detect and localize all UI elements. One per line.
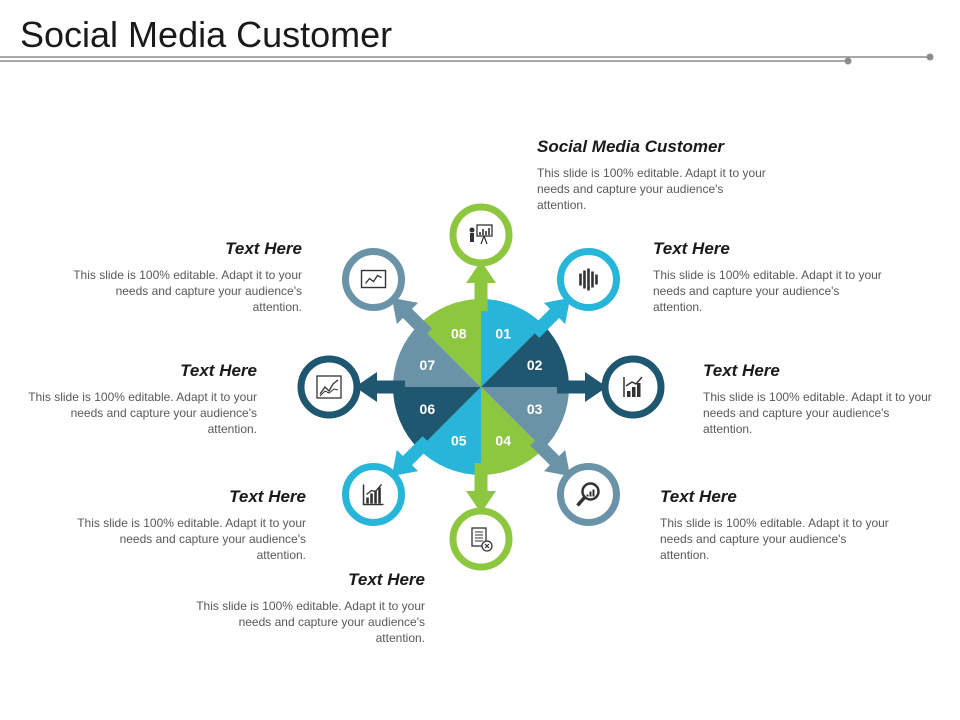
circle-02 (601, 355, 665, 419)
monitor-chart-icon (360, 269, 387, 289)
callout-01-body: This slide is 100% editable. Adapt it to… (653, 268, 882, 314)
document-cancel-icon (471, 527, 493, 552)
segment-number-06: 06 (420, 401, 436, 417)
segment-number-08: 08 (451, 325, 467, 341)
callout-06-heading: Text Here (180, 361, 257, 380)
segment-number-04: 04 (495, 433, 511, 449)
growth-chart-icon (623, 376, 643, 397)
arrow-06 (355, 372, 405, 402)
callout-08-body: This slide is 100% editable. Adapt it to… (537, 166, 766, 212)
arrow-04 (466, 463, 496, 513)
callout-03: Text Here This slide is 100% editable. A… (660, 487, 895, 563)
sector-05 (418, 387, 481, 475)
sector-02 (481, 324, 569, 387)
sector-08 (418, 299, 481, 387)
callout-06: Text Here This slide is 100% editable. A… (22, 361, 257, 437)
callout-07-body: This slide is 100% editable. Adapt it to… (73, 268, 302, 314)
callout-04-heading: Text Here (348, 570, 425, 589)
segment-number-01: 01 (495, 325, 511, 341)
callout-05-body: This slide is 100% editable. Adapt it to… (77, 516, 306, 562)
circle-06 (297, 355, 361, 419)
outer-circles (297, 203, 665, 571)
sector-06 (393, 387, 481, 450)
sector-04 (481, 387, 544, 475)
callout-05: Text Here This slide is 100% editable. A… (71, 487, 306, 563)
center-pie (393, 299, 569, 475)
arrow-05 (391, 436, 432, 477)
arrow-03 (530, 436, 571, 477)
circle-01 (556, 248, 620, 312)
segment-number-03: 03 (527, 401, 543, 417)
presenter-icon (469, 224, 493, 245)
callout-04-body: This slide is 100% editable. Adapt it to… (196, 599, 425, 645)
circle-03 (556, 462, 620, 526)
circle-08 (449, 203, 513, 267)
callout-04: Text Here This slide is 100% editable. A… (190, 570, 425, 646)
callout-02-body: This slide is 100% editable. Adapt it to… (703, 390, 932, 436)
line-chart-icon (316, 375, 342, 399)
callout-03-heading: Text Here (660, 487, 737, 506)
arrow-08 (466, 261, 496, 311)
rising-bars-icon (362, 484, 384, 506)
callout-01: Text Here This slide is 100% editable. A… (653, 239, 888, 315)
circle-04 (449, 507, 513, 571)
callout-07-heading: Text Here (225, 239, 302, 258)
segment-number-07: 07 (420, 357, 436, 373)
segment-number-05: 05 (451, 433, 467, 449)
circle-05 (342, 462, 406, 526)
title-divider (0, 53, 934, 65)
sector-01 (481, 299, 544, 387)
callout-02-heading: Text Here (703, 361, 780, 380)
segment-number-02: 02 (527, 357, 543, 373)
arrow-02 (557, 372, 607, 402)
arrow-07 (391, 297, 432, 338)
callout-07: Text Here This slide is 100% editable. A… (67, 239, 302, 315)
callout-02: Text Here This slide is 100% editable. A… (703, 361, 938, 437)
callout-06-body: This slide is 100% editable. Adapt it to… (28, 390, 257, 436)
sector-03 (481, 387, 569, 450)
sector-07 (393, 324, 481, 387)
page-title: Social Media Customer (20, 14, 393, 55)
callout-08-heading: Social Media Customer (537, 137, 725, 156)
callout-05-heading: Text Here (229, 487, 306, 506)
segment-numbers: 01 02 03 04 05 06 07 08 (420, 325, 543, 448)
callout-08: Social Media Customer This slide is 100%… (537, 137, 772, 213)
arrow-01 (530, 297, 571, 338)
callout-01-heading: Text Here (653, 239, 730, 258)
callout-03-body: This slide is 100% editable. Adapt it to… (660, 516, 889, 562)
magnifier-chart-icon (576, 482, 600, 507)
bar-chart-icon (579, 268, 598, 291)
arrows (355, 261, 607, 513)
circle-07 (342, 248, 406, 312)
